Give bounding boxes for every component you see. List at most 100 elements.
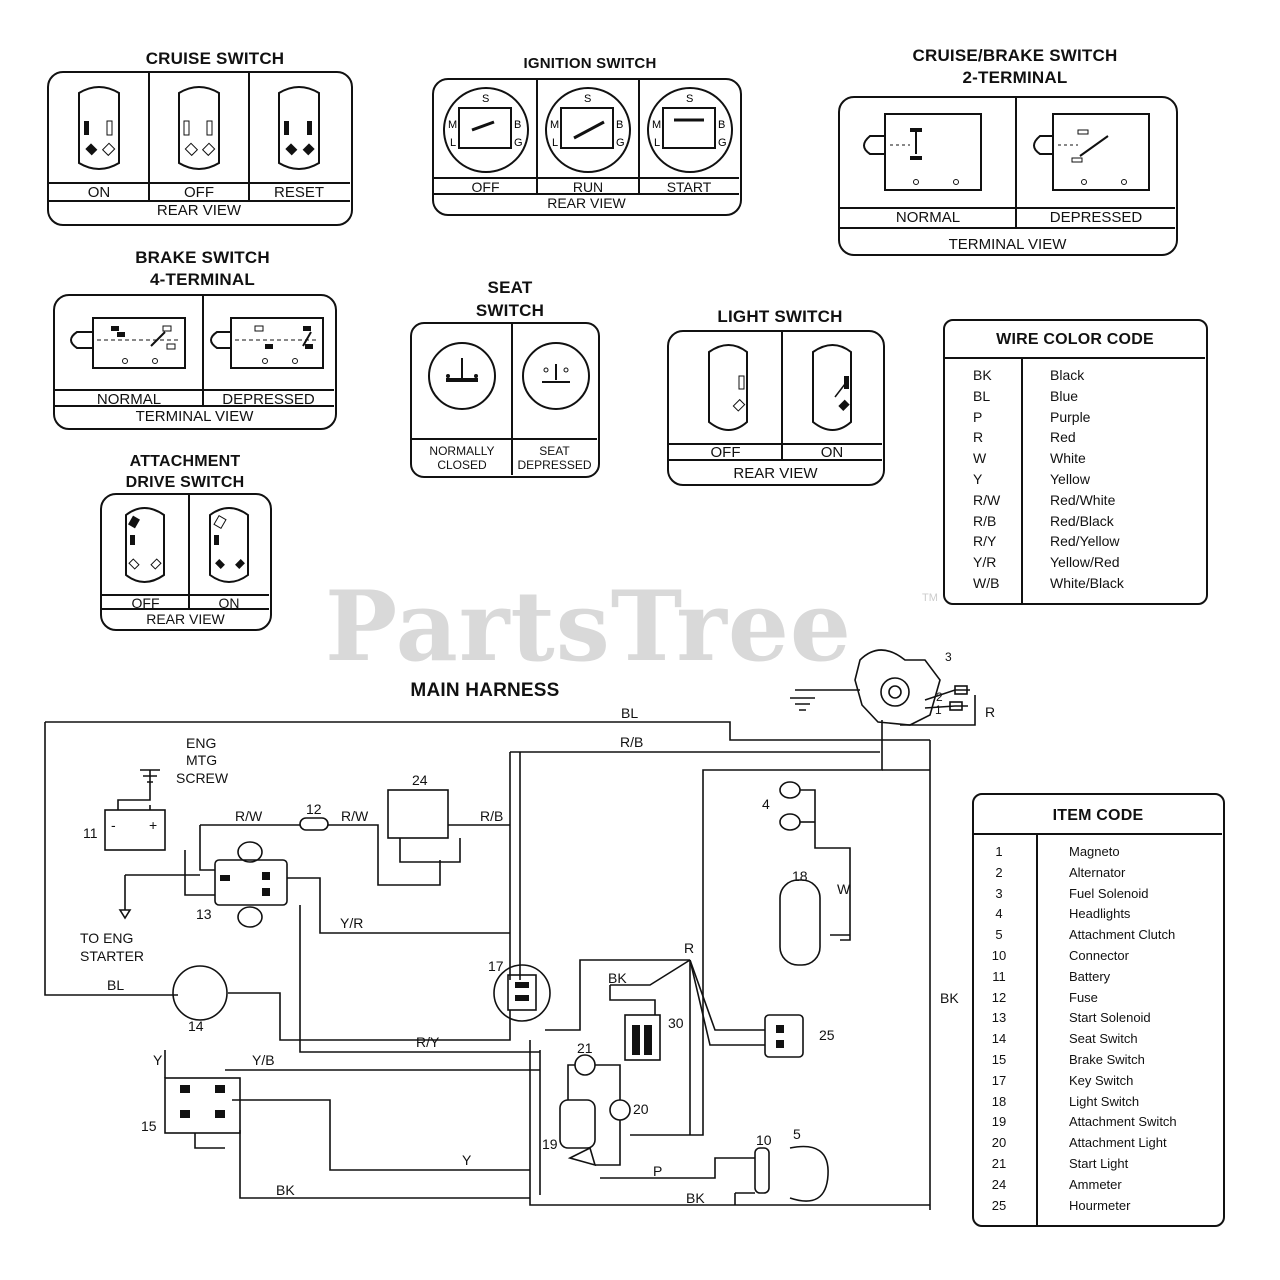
item-code-name: Alternator (1069, 864, 1126, 880)
item-code-number: 21 (991, 1155, 1007, 1171)
item-17-label: 17 (488, 958, 504, 974)
item-18-label: 18 (792, 868, 808, 884)
brake-view-label: TERMINAL VIEW (135, 408, 254, 425)
item-code-name: Seat Switch (1069, 1031, 1138, 1047)
attachment-on-label: ON (218, 595, 240, 611)
item-25-label: 25 (819, 1027, 835, 1043)
wire-color-code: Y/R (973, 554, 997, 571)
item-code-name: Ammeter (1069, 1176, 1122, 1192)
item-code-row: 1 Magneto (974, 842, 1222, 863)
ign-run-B: B (616, 119, 623, 131)
item-code-row: 18 Light Switch (974, 1092, 1222, 1113)
wire-color-name: Purple (1050, 408, 1091, 425)
ign-start-G: G (718, 137, 727, 149)
wire-color-name: Yellow (1050, 470, 1090, 487)
wire-bk-bottom: BK (276, 1182, 295, 1198)
item-code-number: 4 (995, 906, 1003, 922)
wire-bl-left: BL (107, 977, 125, 993)
item-code-number: 2 (995, 864, 1003, 880)
wire-bk-30: BK (608, 970, 627, 986)
ign-off-M: M (448, 119, 457, 131)
attachment-switch-panel: OFF ON REAR VIEW (100, 493, 272, 631)
brake-switch-drawing (55, 296, 334, 407)
attachment-switch-drawing (102, 495, 269, 610)
wire-color-column-divider (1021, 357, 1023, 603)
item-code-number: 3 (995, 885, 1003, 901)
eng-label-3: SCREW (176, 770, 229, 786)
wire-bk-lower: BK (686, 1190, 705, 1206)
item-code-name: Magneto (1069, 844, 1120, 859)
item-code-name: Start Solenoid (1069, 1010, 1151, 1026)
ign-run-S: S (584, 93, 591, 105)
wire-color-code: R/W (973, 491, 1001, 508)
ignition-view-label: REAR VIEW (547, 195, 626, 211)
ign-start-B: B (718, 119, 725, 131)
item-code-name: Start Light (1069, 1155, 1129, 1171)
item-code-divider (974, 833, 1222, 835)
attachment-title-1: ATTACHMENT (129, 453, 241, 470)
cruise-brake-drawing (840, 98, 1175, 229)
ign-start-M: M (652, 119, 661, 131)
item-code-name: Connector (1069, 947, 1129, 963)
item-code-title: ITEM CODE (1052, 807, 1144, 824)
ignition-switch-drawing: S M B L G S M B L G S M B L G (434, 80, 739, 195)
cruise-switch-panel: ON OFF RESET REAR VIEW (47, 71, 353, 226)
item-code-row: 21 Start Light (974, 1154, 1222, 1175)
item-code-number: 11 (992, 968, 1006, 984)
ignition-off-label: OFF (471, 179, 500, 195)
wire-color-code: W/B (973, 574, 1000, 591)
cruise-brake-view-label: TERMINAL VIEW (948, 236, 1067, 253)
ign-off-G: G (514, 137, 523, 149)
ign-start-S: S (686, 93, 693, 105)
cruise-brake-normal-label: NORMAL (895, 209, 961, 226)
seat-switch-title-1: SEAT (487, 278, 533, 297)
item-code-number: 18 (991, 1093, 1007, 1109)
wire-rw-2: R/W (341, 808, 369, 824)
ignition-run-label: RUN (572, 179, 604, 195)
item-code-name: Light Switch (1069, 1093, 1140, 1109)
main-harness-title: MAIN HARNESS (410, 680, 560, 701)
brake-switch-panel: NORMAL DEPRESSED TERMINAL VIEW (53, 294, 337, 430)
item-code-name: Headlights (1069, 906, 1131, 922)
light-switch-panel: OFF ON REAR VIEW (667, 330, 885, 486)
wire-ry: R/Y (416, 1034, 440, 1050)
watermark: PartsTree (325, 570, 852, 683)
eng-label-1: ENG (186, 735, 217, 751)
cruise-switch-drawing (49, 73, 350, 202)
item-5-label: 5 (793, 1126, 801, 1142)
cruise-brake-depressed-label: DEPRESSED (1049, 209, 1143, 226)
item-code-number: 1 (995, 844, 1003, 859)
item-2-label: 2 (936, 690, 943, 704)
item-3-label: 3 (945, 650, 952, 664)
attachment-off-label: OFF (131, 595, 160, 611)
item-code-number: 5 (995, 927, 1003, 943)
wire-r-top: R (985, 704, 996, 720)
seat-switch-drawing (412, 324, 597, 475)
seat-depressed-label: DEPRESSED (517, 458, 592, 472)
item-20-label: 20 (633, 1101, 649, 1117)
item-12-label: 12 (306, 801, 322, 817)
ign-start-L: L (654, 137, 660, 149)
wire-rb-top: R/B (620, 734, 644, 750)
wire-color-code: W (973, 450, 987, 467)
item-code-name: Key Switch (1069, 1072, 1134, 1088)
wire-yr: Y/R (340, 915, 364, 931)
seat-closed-label: CLOSED (437, 458, 487, 472)
ign-off-S: S (482, 93, 489, 105)
ign-run-L: L (552, 137, 558, 149)
item-14-label: 14 (188, 1018, 204, 1034)
ignition-start-label: START (666, 179, 712, 195)
watermark-trademark: TM (922, 592, 938, 604)
